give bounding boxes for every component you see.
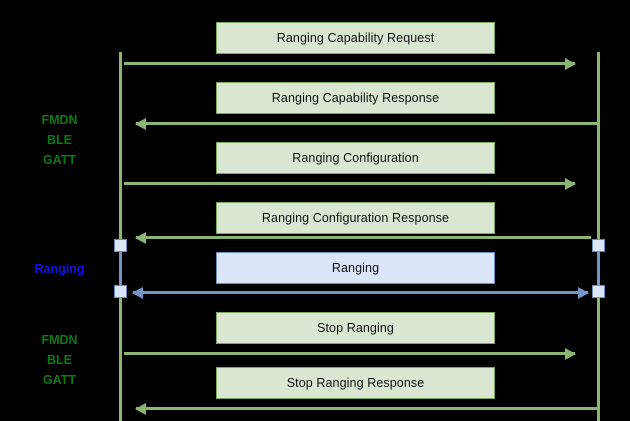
arrowhead-right-icon (565, 177, 576, 190)
arrowhead-left-icon (135, 402, 146, 415)
arrowhead-right-icon (578, 286, 589, 299)
arrowhead-right-icon (565, 57, 576, 70)
message-box-ranging-configuration-response: Ranging Configuration Response (216, 202, 495, 234)
message-box-ranging: Ranging (216, 252, 495, 284)
side-label-fmdn-ble-gatt-bottom: FMDN BLE GATT (41, 333, 78, 387)
message-arrow-ranging-capability-response (135, 117, 597, 130)
message-box-ranging-configuration: Ranging Configuration (216, 142, 495, 174)
right-lifeline (597, 52, 600, 421)
left-activation-end-node (114, 285, 127, 298)
right-activation-end-node (592, 285, 605, 298)
arrowhead-left-icon (135, 231, 146, 244)
message-box-stop-ranging-response: Stop Ranging Response (216, 367, 495, 399)
message-arrow-ranging-configuration (124, 177, 576, 190)
arrowhead-left-icon (135, 117, 146, 130)
message-box-stop-ranging: Stop Ranging (216, 312, 495, 344)
left-activation-bar (119, 245, 122, 292)
right-activation-start-node (592, 239, 605, 252)
message-box-ranging-capability-response: Ranging Capability Response (216, 82, 495, 114)
side-label-ranging-phase: Ranging (34, 262, 85, 276)
message-arrow-ranging-configuration-response (135, 231, 591, 244)
arrowhead-left-icon (132, 286, 143, 299)
message-arrow-ranging-bidirectional (132, 286, 589, 299)
message-arrow-stop-ranging (124, 347, 576, 360)
left-activation-start-node (114, 239, 127, 252)
arrowhead-right-icon (565, 347, 576, 360)
right-activation-bar (597, 245, 600, 292)
left-lifeline (119, 52, 122, 421)
side-label-fmdn-ble-gatt-top: FMDN BLE GATT (41, 113, 78, 167)
message-arrow-ranging-capability-request (124, 57, 576, 70)
message-box-ranging-capability-request: Ranging Capability Request (216, 22, 495, 54)
message-arrow-stop-ranging-response (135, 402, 597, 415)
